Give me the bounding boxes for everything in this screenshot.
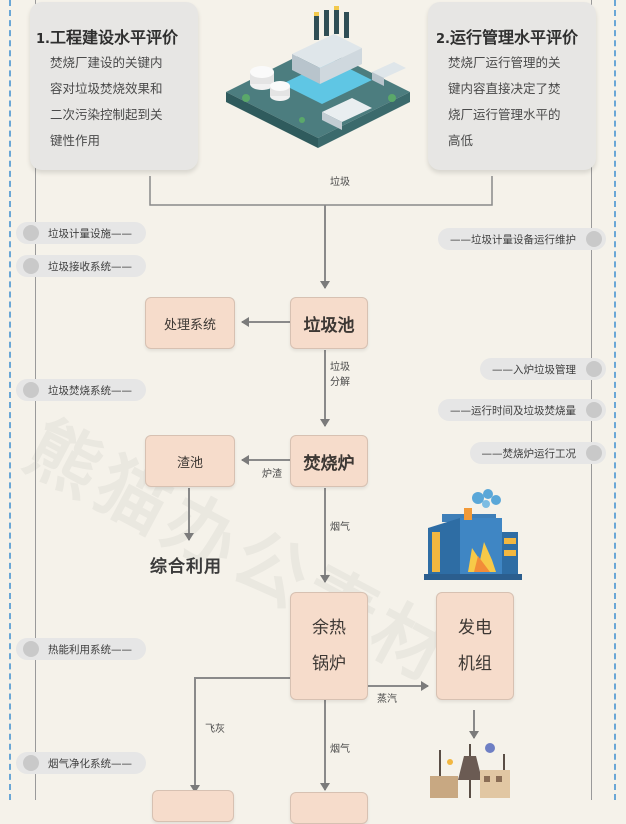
card-construction-num: 1. — [36, 32, 50, 47]
left-tag-1-dot — [23, 225, 39, 241]
right-tag-2: ——入炉垃圾管理 — [480, 358, 606, 380]
left-tag-5-dot — [23, 755, 39, 771]
left-tag-5: 烟气净化系统—— — [16, 752, 146, 774]
left-tag-4-label: 热能利用系统—— — [48, 643, 132, 656]
right-tag-4-label: ——焚烧炉运行工况 — [481, 447, 577, 460]
edge-label-fly-ash: 飞灰 — [205, 724, 225, 735]
card-construction: 1.工程建设水平评价 焚烧厂建设的关键内 容对垃圾焚烧效果和 二次污染控制起到关… — [30, 2, 198, 170]
card-operation-num: 2. — [436, 32, 450, 47]
left-tag-2-label: 垃圾接收系统—— — [48, 260, 132, 273]
left-tag-4-dot — [23, 641, 39, 657]
isometric-plant-icon — [226, 6, 410, 148]
card-operation-title-text: 运行管理水平评价 — [449, 28, 578, 47]
node-slag-pool: 渣池 — [145, 435, 235, 487]
right-tag-4: ——焚烧炉运行工况 — [469, 442, 606, 464]
node-treatment-system-label: 处理系统 — [163, 317, 216, 333]
card-operation: 2.运行管理水平评价 焚烧厂运行管理的关 键内容直接决定了焚 烧厂运行管理水平的… — [428, 2, 596, 170]
edge-label-slag: 炉渣 — [262, 469, 282, 480]
right-tag-4-dot — [586, 445, 602, 461]
power-generator-icon — [430, 743, 510, 798]
card-construction-body: 焚烧厂建设的关键内 容对垃圾焚烧效果和 二次污染控制起到关 键性作用 — [50, 55, 163, 148]
node-partial-center — [290, 792, 368, 824]
right-tag-2-label: ——入炉垃圾管理 — [492, 363, 576, 376]
node-partial-left — [152, 790, 234, 822]
card-construction-title: 1.工程建设水平评价 — [36, 24, 178, 48]
left-tag-3-dot — [23, 382, 39, 398]
node-waste-heat-boiler-label: 余热 锅炉 — [312, 618, 346, 674]
left-tag-2-dot — [23, 258, 39, 274]
node-slag-pool-label: 渣池 — [176, 455, 203, 471]
card-operation-title: 2.运行管理水平评价 — [436, 24, 578, 48]
flow-connectors — [149, 176, 493, 793]
edge-label-decompose: 垃圾 分解 — [330, 362, 350, 388]
right-tag-3-label: ——运行时间及垃圾焚烧量 — [450, 404, 576, 417]
right-tag-1: ——垃圾计量设备运行维护 — [438, 228, 606, 250]
left-tag-1: 垃圾计量设施—— — [16, 222, 146, 244]
left-tag-3-label: 垃圾焚烧系统—— — [48, 384, 132, 397]
node-generator: 发电 机组 — [436, 592, 514, 700]
card-operation-body: 焚烧厂运行管理的关 键内容直接决定了焚 烧厂运行管理水平的 高低 — [448, 55, 561, 148]
right-tag-3: ——运行时间及垃圾焚烧量 — [438, 399, 606, 421]
right-dashed-border — [614, 0, 616, 800]
node-incinerator: 焚烧炉 — [290, 435, 368, 487]
right-tag-1-dot — [586, 231, 602, 247]
edge-label-steam: 蒸汽 — [377, 694, 397, 705]
node-treatment-system: 处理系统 — [145, 297, 235, 349]
card-construction-title-text: 工程建设水平评价 — [49, 28, 178, 47]
left-tag-4: 热能利用系统—— — [16, 638, 146, 660]
edge-label-flue-gas-2: 烟气 — [330, 744, 350, 755]
comprehensive-use-text: 综合利用 — [150, 557, 222, 577]
node-generator-label: 发电 机组 — [458, 618, 492, 674]
right-tag-3-dot — [586, 402, 602, 418]
right-tag-2-dot — [586, 361, 602, 377]
edge-label-garbage: 垃圾 — [330, 177, 350, 188]
node-waste-heat-boiler: 余热 锅炉 — [290, 592, 368, 700]
left-tag-2: 垃圾接收系统—— — [16, 255, 146, 277]
node-incinerator-label: 焚烧炉 — [303, 453, 355, 474]
incinerator-fire-icon — [424, 489, 522, 580]
right-tag-1-label: ——垃圾计量设备运行维护 — [450, 233, 576, 246]
node-garbage-pool: 垃圾池 — [290, 297, 368, 349]
node-garbage-pool-label: 垃圾池 — [303, 315, 355, 336]
left-dashed-border — [9, 0, 11, 800]
left-tag-5-label: 烟气净化系统—— — [48, 757, 132, 770]
left-tag-1-label: 垃圾计量设施—— — [48, 227, 132, 240]
edge-label-flue-gas-1: 烟气 — [330, 522, 350, 533]
left-tag-3: 垃圾焚烧系统—— — [16, 379, 146, 401]
